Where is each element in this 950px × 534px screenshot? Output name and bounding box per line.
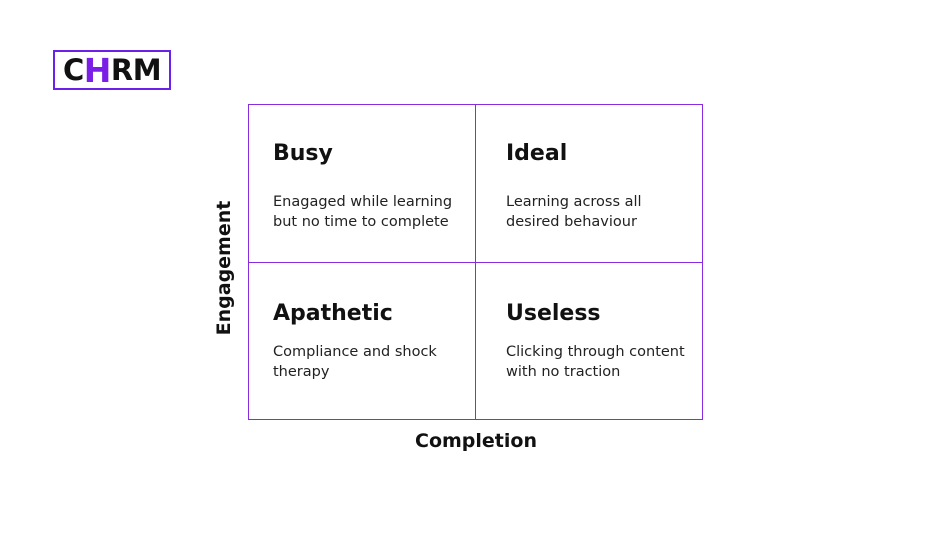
quadrant-bottom-right: Useless Clicking through content with no… — [476, 263, 702, 419]
quadrant-matrix: Busy Enagaged while learning but no time… — [248, 104, 703, 420]
y-axis-label: Engagement — [213, 200, 235, 336]
quadrant-description: Compliance and shock therapy — [273, 344, 437, 380]
x-axis-label: Completion — [415, 430, 537, 452]
quadrant-title: Apathetic — [273, 301, 393, 326]
logo-suffix: RM — [110, 52, 162, 87]
quadrant-title: Ideal — [506, 141, 568, 166]
quadrant-description: Clicking through content with no tractio… — [506, 344, 685, 380]
quadrant-description: Learning across all desired behaviour — [506, 194, 642, 230]
quadrant-bottom-left: Apathetic Compliance and shock therapy — [249, 263, 476, 419]
quadrant-title: Busy — [273, 141, 333, 166]
logo-prefix: C — [62, 52, 84, 87]
quadrant-title: Useless — [506, 301, 601, 326]
logo-accent-letter: H — [83, 50, 112, 90]
quadrant-top-left: Busy Enagaged while learning but no time… — [249, 105, 476, 263]
quadrant-top-right: Ideal Learning across all desired behavi… — [476, 105, 702, 263]
quadrant-description: Enagaged while learning but no time to c… — [273, 194, 453, 230]
